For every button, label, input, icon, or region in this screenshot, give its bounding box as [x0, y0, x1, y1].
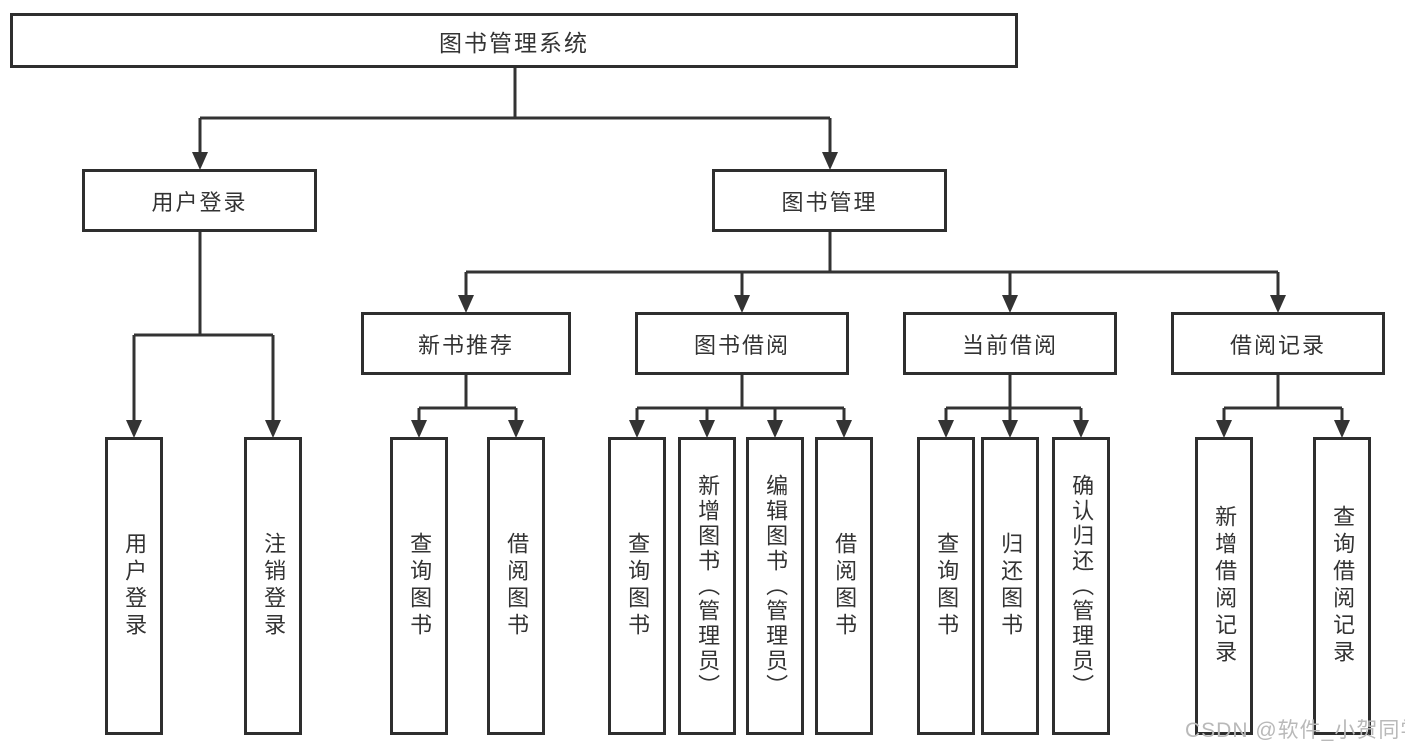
node-label: 借阅图书 — [504, 532, 530, 640]
leaf-query-books-current: 查询图书 — [917, 437, 975, 735]
node-label: 新增图书（管理员） — [695, 473, 721, 699]
node-book-management: 图书管理 — [712, 169, 947, 232]
node-library-management-system: 图书管理系统 — [10, 13, 1018, 68]
leaf-add-books-admin: 新增图书（管理员） — [678, 437, 736, 735]
node-label: 图书管理系统 — [439, 29, 589, 56]
leaf-confirm-return-admin: 确认归还（管理员） — [1052, 437, 1110, 735]
leaf-logout: 注销登录 — [244, 437, 302, 735]
leaf-edit-books-admin: 编辑图书（管理员） — [746, 437, 804, 735]
node-current-borrowing: 当前借阅 — [903, 312, 1117, 375]
node-label: 编辑图书（管理员） — [763, 473, 789, 699]
leaf-add-borrow-record: 新增借阅记录 — [1195, 437, 1253, 735]
node-label: 查询图书 — [625, 532, 651, 640]
node-label: 借阅图书 — [832, 532, 858, 640]
node-label: 借阅记录 — [1229, 332, 1326, 358]
node-label: 查询图书 — [407, 532, 433, 640]
node-label: 确认归还（管理员） — [1069, 473, 1095, 699]
node-book-borrowing: 图书借阅 — [635, 312, 849, 375]
node-label: 注销登录 — [261, 532, 287, 640]
node-label: 归还图书 — [998, 532, 1024, 640]
node-label: 用户登录 — [151, 189, 248, 215]
node-label: 查询图书 — [934, 532, 960, 640]
node-borrowing-records: 借阅记录 — [1171, 312, 1385, 375]
leaf-query-books-borrowing: 查询图书 — [608, 437, 666, 735]
node-new-book-recommendation: 新书推荐 — [361, 312, 571, 375]
leaf-borrow-books-borrowing: 借阅图书 — [815, 437, 873, 735]
leaf-query-books-recommend: 查询图书 — [390, 437, 448, 735]
leaf-user-login: 用户登录 — [105, 437, 163, 735]
leaf-borrow-books-recommend: 借阅图书 — [487, 437, 545, 735]
node-label: 用户登录 — [122, 532, 148, 640]
node-user-login: 用户登录 — [82, 169, 317, 232]
node-label: 新增借阅记录 — [1212, 505, 1238, 667]
leaf-query-borrow-record: 查询借阅记录 — [1313, 437, 1371, 735]
csdn-watermark: CSDN @软件_小贺同学 — [1185, 719, 1405, 742]
node-label: 图书借阅 — [693, 332, 790, 358]
node-label: 新书推荐 — [417, 332, 514, 358]
node-label: 查询借阅记录 — [1330, 505, 1356, 667]
leaf-return-books: 归还图书 — [981, 437, 1039, 735]
node-label: 当前借阅 — [961, 332, 1058, 358]
node-label: 图书管理 — [781, 189, 878, 215]
